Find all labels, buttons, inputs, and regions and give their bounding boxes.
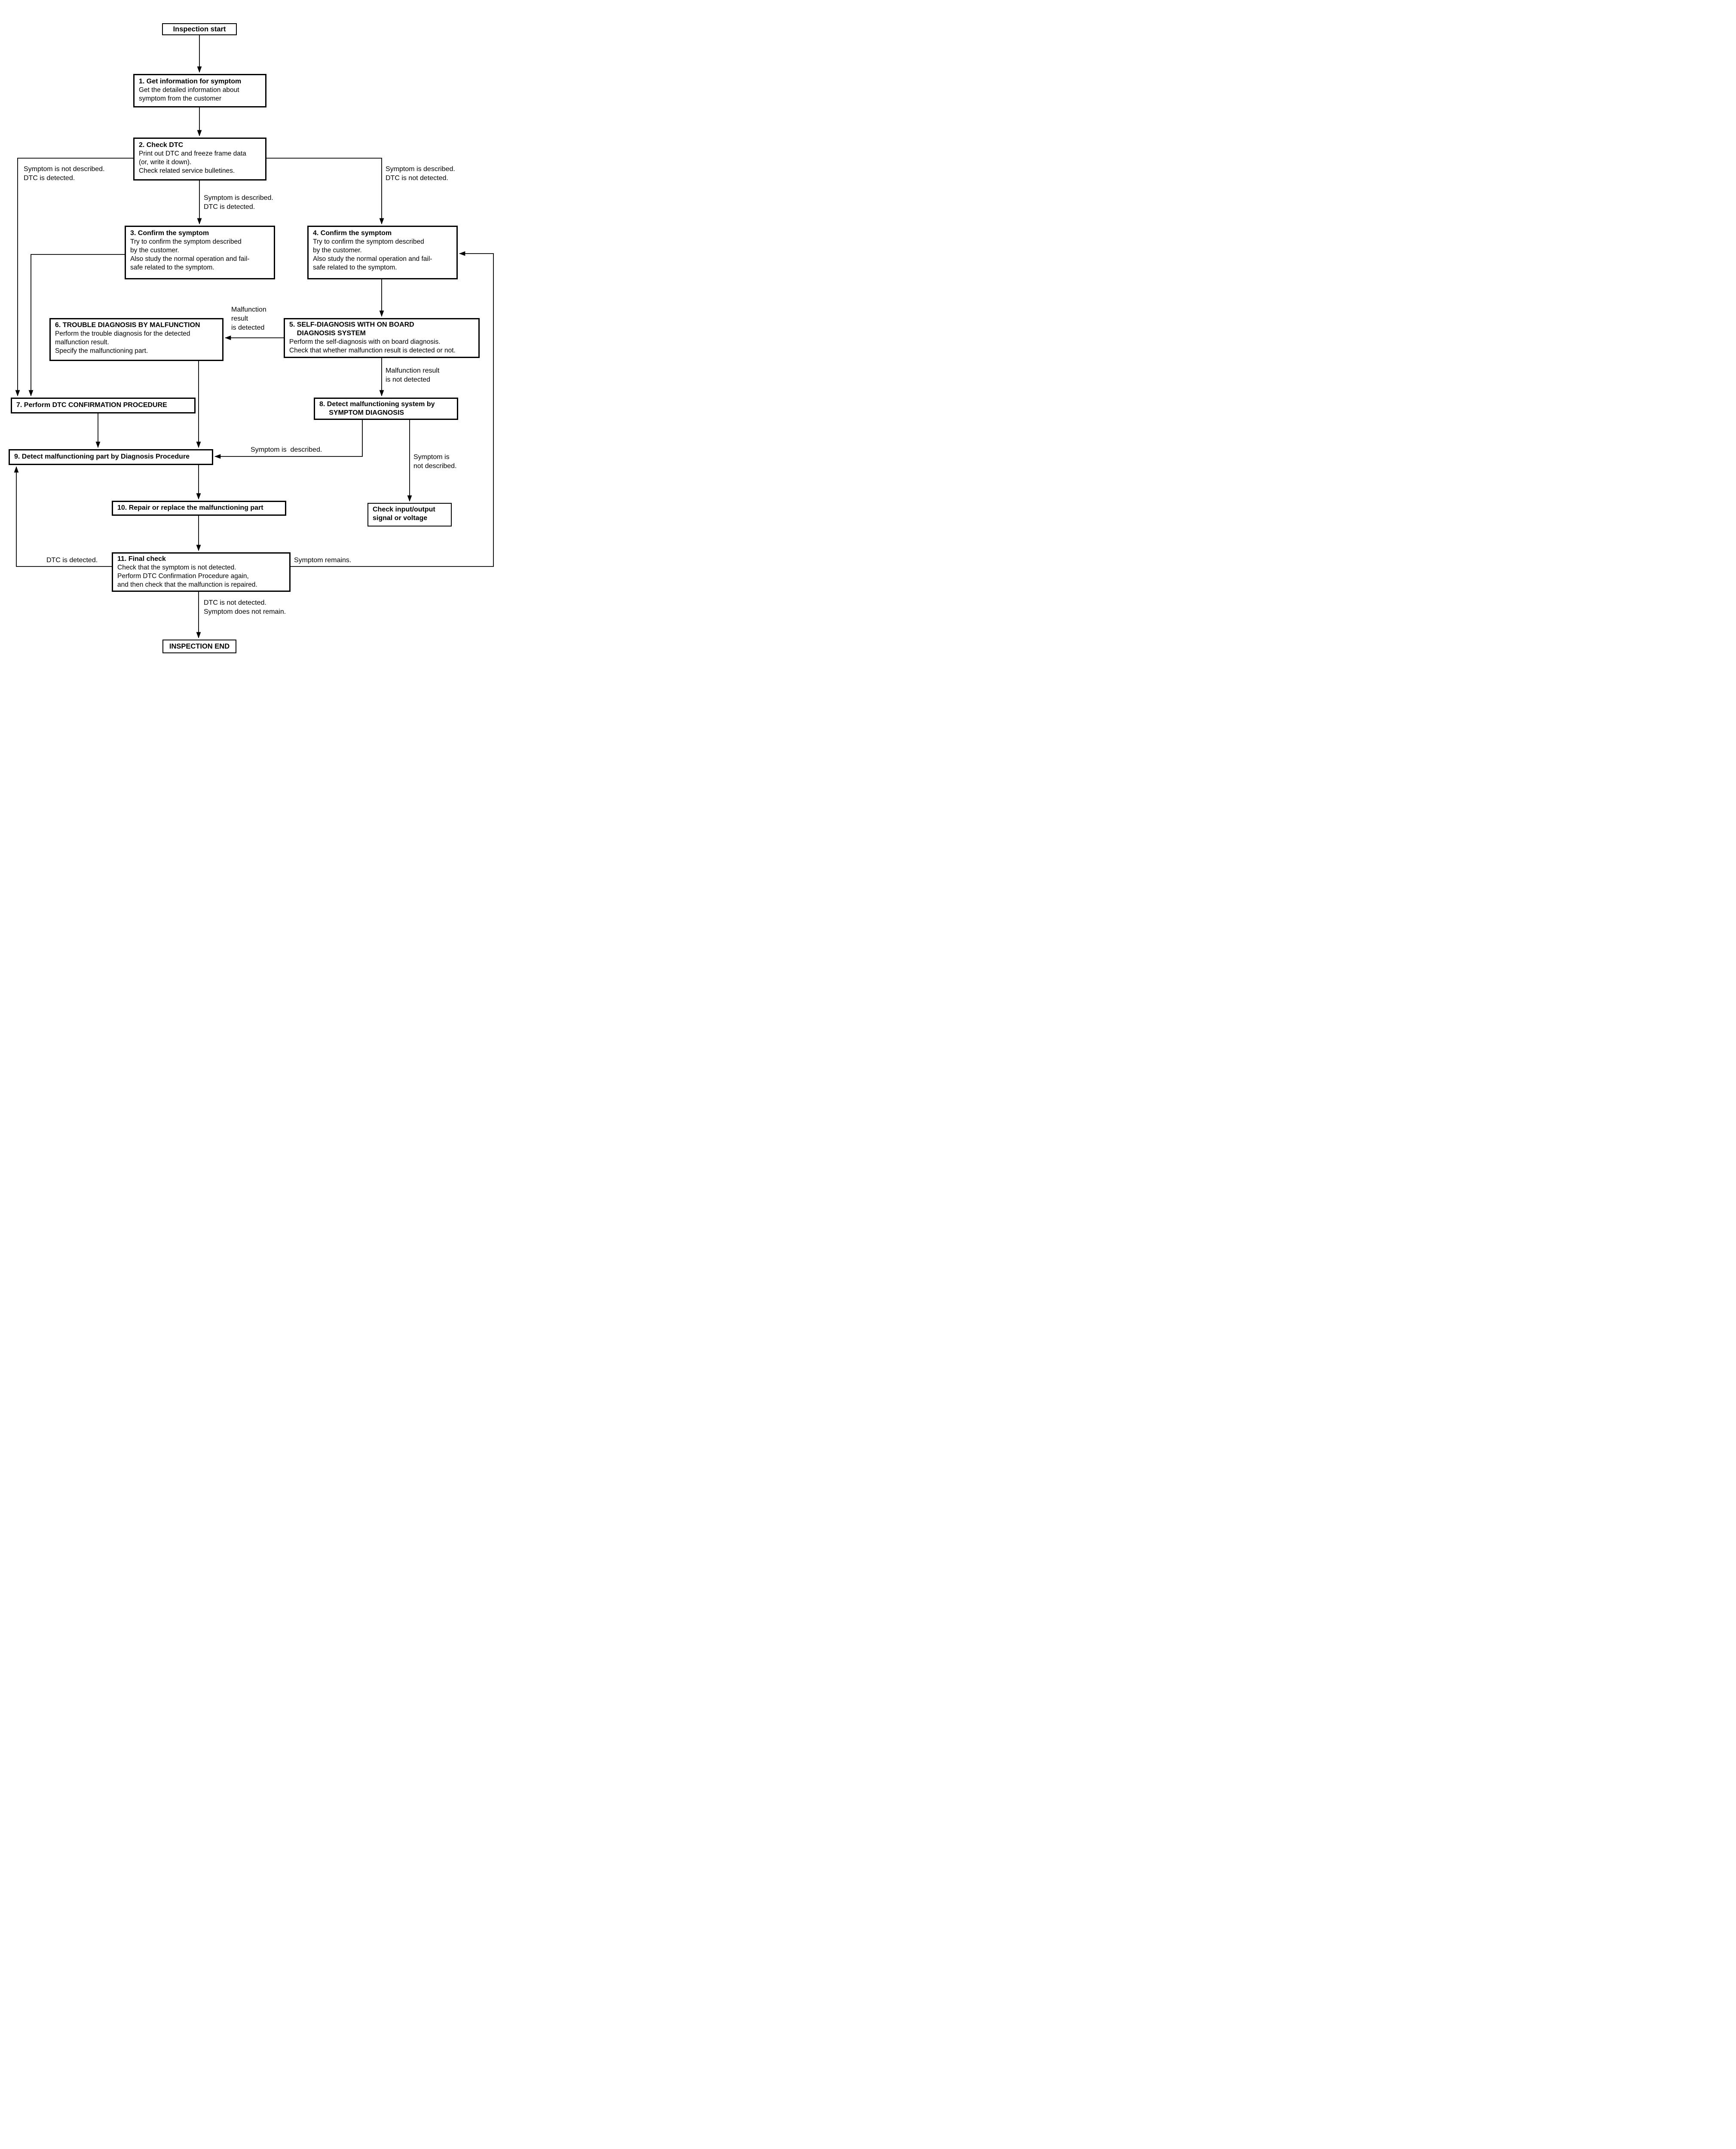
step-6-trouble-diagnosis-box: 6. TROUBLE DIAGNOSIS BY MALFUNCTION Perf… bbox=[49, 318, 224, 361]
inspection-start-box: Inspection start bbox=[162, 23, 237, 35]
edge-label-symptom-remains: Symptom remains. bbox=[294, 557, 352, 564]
step-5-self-diagnosis-box: 5. SELF-DIAGNOSIS WITH ON BOARD DIAGNOSI… bbox=[284, 318, 480, 358]
edge-label-dtc-detected: DTC is detected. bbox=[46, 557, 98, 564]
step-10-title: 10. Repair or replace the malfunctioning… bbox=[117, 504, 263, 511]
step-4-title: 4. Confirm the symptom bbox=[313, 230, 392, 237]
edge-label-symptom-not-described-dtc-detected: Symptom is not described. DTC is detecte… bbox=[24, 165, 105, 182]
step-8-symptom-diagnosis-box: 8. Detect malfunctioning system by SYMPT… bbox=[314, 398, 458, 420]
step-1-body: Get the detailed information about sympt… bbox=[139, 86, 239, 102]
step-7-title: 7. Perform DTC CONFIRMATION PROCEDURE bbox=[16, 401, 167, 409]
edge-11-to-9-feedback bbox=[14, 466, 112, 567]
edge-label-malfunction-result-not-detected: Malfunction result is not detected bbox=[386, 367, 440, 383]
step-2-body: Print out DTC and freeze frame data (or,… bbox=[139, 150, 246, 174]
step-3-confirm-symptom-box: 3. Confirm the symptom Try to confirm th… bbox=[125, 226, 275, 279]
step-6-body: Perform the trouble diagnosis for the de… bbox=[55, 330, 190, 355]
edge-label-malfunction-result-detected: Malfunction result is detected bbox=[231, 306, 266, 331]
flowchart: Inspection start 1. Get information for … bbox=[0, 0, 499, 676]
check-input-output-box: Check input/output signal or voltage bbox=[367, 503, 452, 527]
inspection-start-label: Inspection start bbox=[173, 25, 226, 33]
inspection-end-box: INSPECTION END bbox=[162, 640, 236, 653]
step-2-check-dtc-box: 2. Check DTC Print out DTC and freeze fr… bbox=[133, 138, 266, 181]
step-2-title: 2. Check DTC bbox=[139, 141, 184, 149]
step-8-title: 8. Detect malfunctioning system by SYMPT… bbox=[319, 401, 435, 416]
check-input-output-label: Check input/output signal or voltage bbox=[373, 506, 435, 522]
step-5-title: 5. SELF-DIAGNOSIS WITH ON BOARD DIAGNOSI… bbox=[289, 321, 414, 337]
edge-label-symptom-described-dtc-detected: Symptom is described. DTC is detected. bbox=[204, 194, 273, 211]
step-9-title: 9. Detect malfunctioning part by Diagnos… bbox=[14, 453, 190, 460]
step-11-title: 11. Final check bbox=[117, 555, 166, 563]
step-10-repair-replace-box: 10. Repair or replace the malfunctioning… bbox=[112, 501, 286, 516]
edge-label-dtc-not-detected-symptom-does-not-remain: DTC is not detected. Symptom does not re… bbox=[204, 599, 286, 615]
step-1-get-information-box: 1. Get information for symptom Get the d… bbox=[133, 74, 266, 107]
step-3-title: 3. Confirm the symptom bbox=[130, 230, 209, 237]
step-3-body: Try to confirm the symptom described by … bbox=[130, 238, 250, 271]
step-5-body: Perform the self-diagnosis with on board… bbox=[289, 338, 456, 354]
step-4-confirm-symptom-box: 4. Confirm the symptom Try to confirm th… bbox=[307, 226, 458, 279]
step-11-final-check-box: 11. Final check Check that the symptom i… bbox=[112, 552, 291, 592]
step-7-dtc-confirmation-box: 7. Perform DTC CONFIRMATION PROCEDURE bbox=[11, 398, 196, 413]
step-4-body: Try to confirm the symptom described by … bbox=[313, 238, 432, 271]
edge-2-to-4-right bbox=[266, 158, 384, 225]
edge-label-symptom-described-dtc-not-detected: Symptom is described. DTC is not detecte… bbox=[386, 165, 455, 182]
inspection-end-label: INSPECTION END bbox=[169, 642, 230, 650]
step-9-detect-part-box: 9. Detect malfunctioning part by Diagnos… bbox=[9, 449, 213, 465]
edge-label-symptom-described: Symptom is described. bbox=[251, 446, 322, 453]
step-6-title: 6. TROUBLE DIAGNOSIS BY MALFUNCTION bbox=[55, 321, 200, 329]
step-1-title: 1. Get information for symptom bbox=[139, 78, 242, 85]
step-11-body: Check that the symptom is not detected. … bbox=[117, 564, 257, 588]
edge-label-symptom-not-described: Symptom is not described. bbox=[413, 453, 457, 470]
